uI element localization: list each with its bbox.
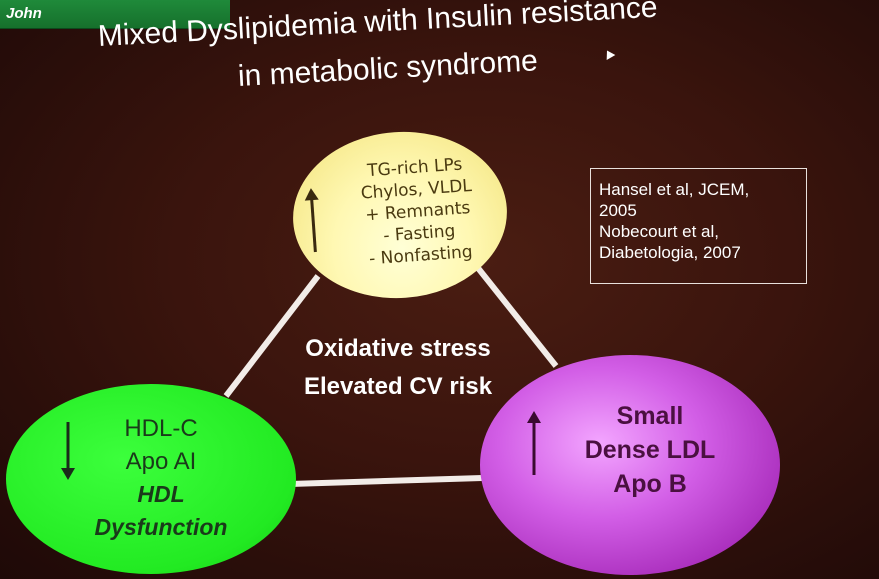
hdl-node: HDL-C Apo AI HDL Dysfunction	[6, 384, 296, 574]
hdl-c-label: HDL-C	[124, 415, 198, 442]
up-arrow-icon	[304, 188, 319, 253]
hdl-text: HDL-C Apo AI HDL Dysfunction	[66, 412, 256, 544]
reference-line: 2005	[599, 201, 637, 220]
tg-rich-lipoproteins-node: TG-rich LPs Chylos, VLDL + Remnants - Fa…	[287, 124, 513, 306]
tg-rich-text: TG-rich LPs Chylos, VLDL + Remnants - Fa…	[334, 151, 501, 272]
elevated-cv-risk-label: Elevated CV risk	[303, 373, 493, 400]
window-title-bar: John	[0, 0, 230, 29]
small-dense-ldl-node: Small Dense LDL Apo B	[480, 355, 780, 575]
down-arrow-icon	[61, 422, 75, 480]
dysfunction-label: Dysfunction	[94, 514, 228, 540]
reference-line: Hansel et al, JCEM,	[599, 180, 750, 199]
dense-ldl-label: Dense LDL	[584, 436, 716, 464]
hdl-italic-label: HDL	[137, 481, 185, 507]
ldl-text: Small Dense LDL Apo B	[550, 399, 750, 501]
apo-b-label: Apo B	[613, 470, 687, 498]
connector-tg-to-ldl	[475, 266, 559, 368]
small-label: Small	[616, 402, 684, 430]
reference-box: Hansel et al, JCEM, 2005 Nobecourt et al…	[590, 168, 807, 284]
center-label: Oxidative stress Elevated CV risk	[258, 330, 538, 406]
connector-tg-to-hdl	[223, 274, 321, 398]
connector-hdl-to-ldl	[289, 475, 483, 487]
oxidative-stress-label: Oxidative stress	[305, 335, 491, 362]
window-title-label: John	[6, 5, 42, 22]
apo-ai-label: Apo AI	[125, 448, 197, 475]
reference-line: Nobecourt et al,	[599, 222, 720, 241]
reference-line: Diabetologia, 2007	[599, 243, 741, 262]
up-arrow-icon	[527, 411, 541, 475]
